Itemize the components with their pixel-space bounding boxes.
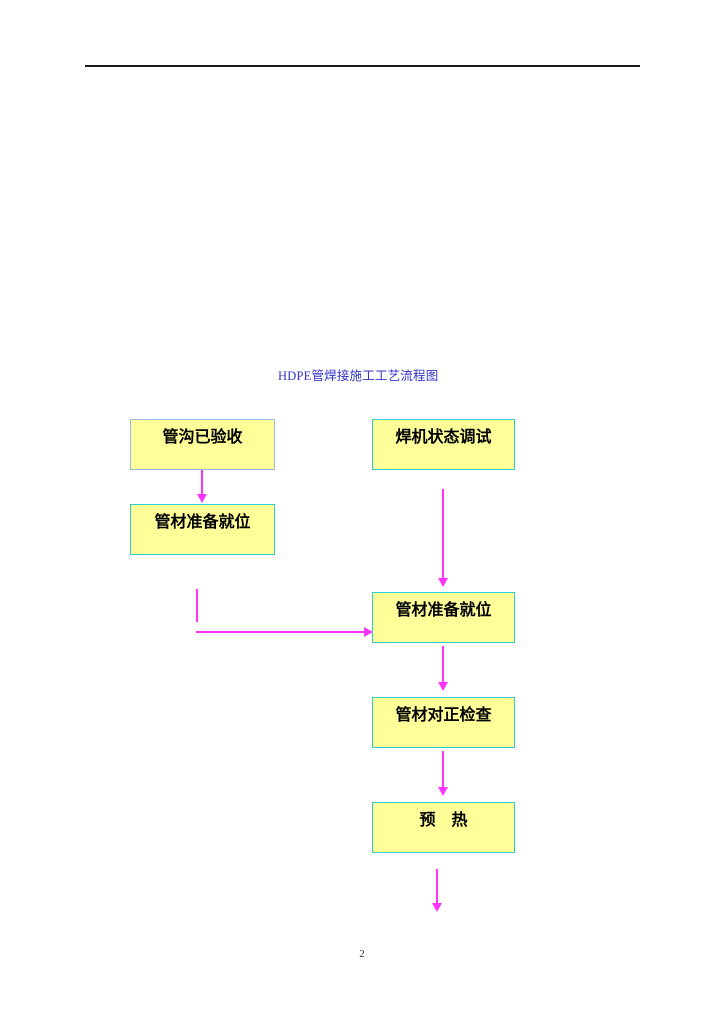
flow-node-label: 管材准备就位 xyxy=(395,600,492,619)
flow-node-label: 管沟已验收 xyxy=(162,427,243,446)
arrowhead-down-icon xyxy=(432,903,442,912)
connector-trench-to-pipe-ready-left xyxy=(201,470,203,495)
flow-node-label: 预 热 xyxy=(419,810,468,829)
flow-node-preheat[interactable]: 预 热 xyxy=(372,802,515,853)
connector-preheat-to-next xyxy=(436,869,438,904)
connector-left-branch-stub xyxy=(196,589,198,622)
diagram-title: HDPE管焊接施工工艺流程图 xyxy=(278,369,439,383)
connector-alignment-to-preheat xyxy=(442,751,444,788)
flow-node-welder-commissioning[interactable]: 焊机状态调试 xyxy=(372,419,515,470)
flow-node-pipe-ready-right[interactable]: 管材准备就位 xyxy=(372,592,515,643)
arrowhead-down-icon xyxy=(438,578,448,587)
flow-node-trench-accepted[interactable]: 管沟已验收 xyxy=(130,419,275,470)
header-divider xyxy=(85,65,640,67)
flow-node-label: 管材对正检查 xyxy=(395,705,492,724)
flow-node-pipe-alignment-check[interactable]: 管材对正检查 xyxy=(372,697,515,748)
arrowhead-right-icon xyxy=(364,627,373,637)
arrowhead-down-icon xyxy=(438,682,448,691)
arrowhead-down-icon xyxy=(438,787,448,796)
connector-welder-to-pipe-ready-right xyxy=(442,489,444,579)
arrowhead-down-icon xyxy=(197,494,207,503)
connector-pipe-ready-to-alignment xyxy=(442,646,444,683)
flow-node-label: 焊机状态调试 xyxy=(395,427,492,446)
flow-node-label: 管材准备就位 xyxy=(154,512,251,531)
page-number: 2 xyxy=(359,948,365,960)
flow-node-pipe-ready-left[interactable]: 管材准备就位 xyxy=(130,504,275,555)
connector-left-to-right-column xyxy=(196,631,366,633)
